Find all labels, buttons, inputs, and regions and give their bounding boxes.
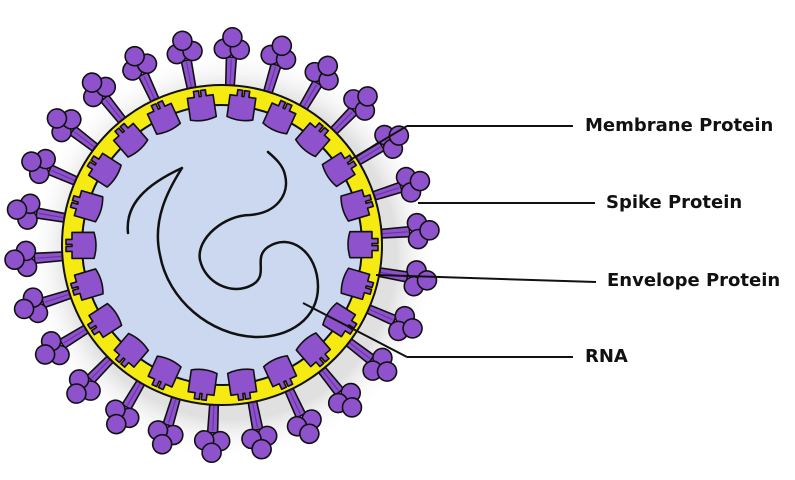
membrane-protein <box>112 122 149 158</box>
spike-protein <box>241 390 278 460</box>
spike-protein <box>213 26 251 97</box>
membrane-protein <box>347 230 379 259</box>
spike-protein <box>6 193 76 230</box>
membrane-protein <box>69 189 104 223</box>
spike-protein <box>356 300 423 342</box>
membrane-protein <box>146 99 182 135</box>
rna-strand <box>126 150 320 339</box>
membrane-protein <box>340 189 375 222</box>
membrane-protein <box>262 355 298 391</box>
spike-protein <box>260 35 297 104</box>
membrane-proteins <box>65 88 379 402</box>
rna-leader <box>302 302 408 358</box>
membrane-protein <box>69 268 104 301</box>
membrane-protein <box>86 152 122 188</box>
membrane-protein-leader <box>349 125 408 161</box>
spike-protein <box>81 72 133 132</box>
membrane-protein <box>186 88 218 122</box>
membrane-protein <box>65 231 97 260</box>
label-rna: RNA <box>585 346 628 367</box>
membrane-protein <box>340 267 375 301</box>
spike-protein <box>166 30 203 100</box>
membrane-protein <box>322 302 358 338</box>
label-membrane-protein: Membrane Protein <box>585 115 774 136</box>
spike-proteins <box>4 26 440 464</box>
envelope-protein-leader <box>375 274 597 283</box>
membrane-protein <box>295 332 332 368</box>
spike-protein <box>337 331 398 382</box>
label-spike-protein: Spike Protein <box>606 192 743 213</box>
membrane-protein <box>262 99 297 135</box>
spike-protein <box>280 378 322 445</box>
membrane-protein <box>294 122 331 158</box>
membrane-protein <box>321 151 358 188</box>
membrane-protein <box>147 355 182 391</box>
membrane-protein <box>226 368 258 402</box>
label-envelope-protein: Envelope Protein <box>607 270 781 291</box>
membrane-protein <box>226 88 257 122</box>
membrane-protein <box>86 302 123 339</box>
membrane-protein <box>187 368 218 402</box>
membrane-protein <box>113 332 150 368</box>
